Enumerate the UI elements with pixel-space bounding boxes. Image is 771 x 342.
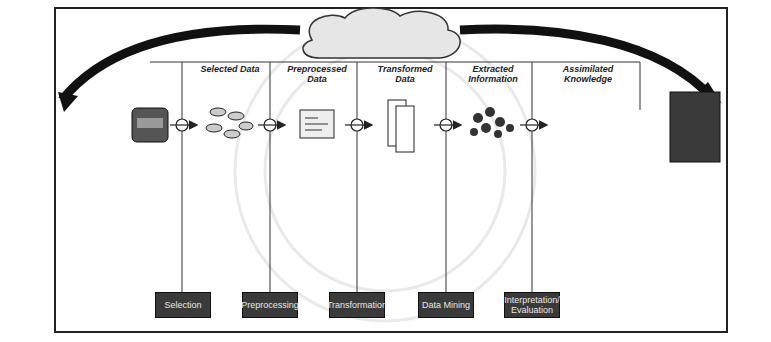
drop-lines bbox=[182, 62, 640, 292]
step-name: Data Mining bbox=[422, 300, 470, 310]
process-box: Interpretation/ Evaluation bbox=[504, 292, 560, 318]
arrow-head bbox=[58, 92, 78, 112]
stage-label: Preprocessed Data bbox=[284, 64, 350, 84]
step-name: Interpretation/ Evaluation bbox=[504, 295, 560, 315]
process-box: Data Mining bbox=[418, 292, 474, 318]
stage-label: Extracted Information bbox=[460, 64, 526, 84]
pattern-cluster bbox=[470, 107, 514, 138]
stage-label: Assimilated Knowledge bbox=[548, 64, 628, 84]
step-name: Transformation bbox=[327, 300, 387, 310]
feedback-arrow bbox=[62, 29, 300, 100]
pages-icon bbox=[388, 100, 414, 152]
feedback-arrow bbox=[460, 29, 712, 98]
database-icon bbox=[132, 108, 168, 142]
frame bbox=[55, 8, 727, 332]
data-cylinders bbox=[206, 108, 253, 138]
document-icon bbox=[300, 110, 334, 138]
stage-label: Selected Data bbox=[200, 64, 260, 74]
bus-line bbox=[150, 62, 640, 63]
process-box: Transformation bbox=[329, 292, 385, 318]
process-box: Selection bbox=[155, 292, 211, 318]
cloud bbox=[303, 8, 460, 58]
step-name: Selection bbox=[164, 300, 201, 310]
process-box: Preprocessing bbox=[242, 292, 298, 318]
stage-label: Transformed Data bbox=[372, 64, 438, 84]
watermark-seal bbox=[235, 21, 535, 321]
step-name: Preprocessing bbox=[241, 300, 299, 310]
knowledge-block bbox=[670, 92, 720, 162]
